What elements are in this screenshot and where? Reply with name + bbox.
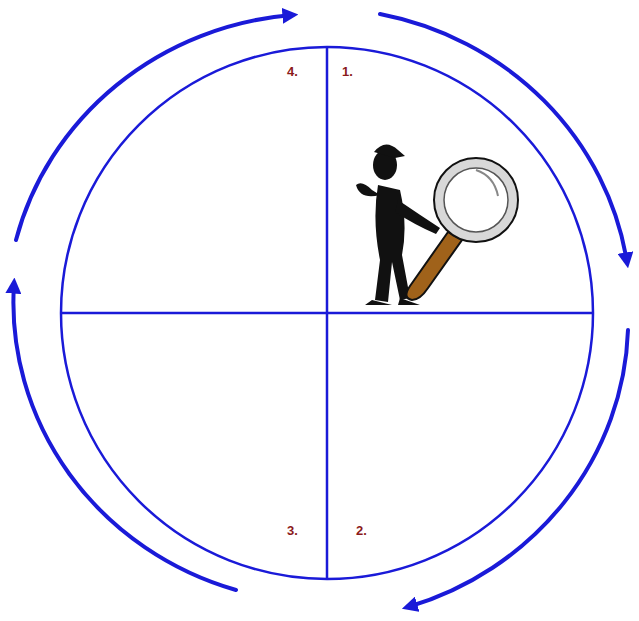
callout-number: 2. [356, 523, 367, 538]
divider-line [61, 312, 593, 315]
callout-number: 3. [287, 523, 298, 538]
callout-number: 1. [342, 64, 353, 79]
cycle-arrow [13, 284, 236, 590]
cycle-arrow [380, 14, 627, 262]
callout-number: 4. [287, 64, 298, 79]
main-circle [61, 47, 593, 579]
inspector-figure [356, 144, 518, 305]
cycle-arrow [408, 330, 628, 607]
cycle-arrow [16, 15, 292, 240]
